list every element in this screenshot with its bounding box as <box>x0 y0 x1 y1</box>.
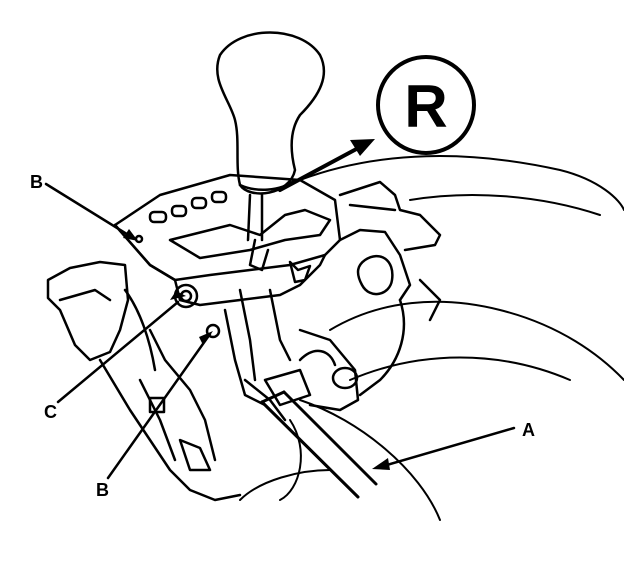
left-bracket <box>46 260 242 502</box>
label-b-top: B <box>30 172 43 192</box>
label-a: A <box>522 420 535 440</box>
leader-arrowheads <box>123 229 390 470</box>
shift-gate-housing <box>113 173 342 307</box>
screwdriver-tool <box>260 390 378 499</box>
console-outline <box>239 155 624 521</box>
shift-lever <box>216 31 326 272</box>
r-callout: R <box>376 55 476 155</box>
r-callout-letter: R <box>404 73 447 140</box>
label-c: C <box>44 402 57 422</box>
leader-lines <box>44 182 516 480</box>
direction-arrow <box>278 139 375 192</box>
label-b-bottom: B <box>96 480 109 500</box>
right-bracket <box>298 180 442 412</box>
